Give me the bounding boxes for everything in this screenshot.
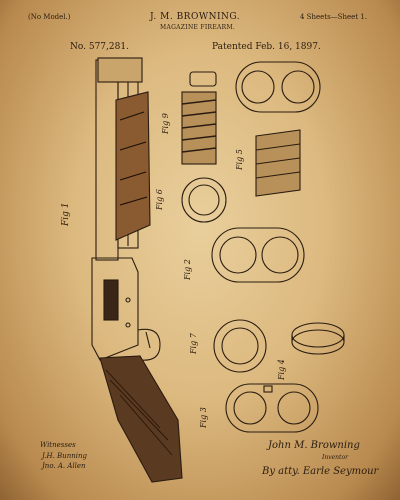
patent-date: Patented Feb. 16, 1897. bbox=[212, 42, 321, 52]
witness-signature-2: Jno. A. Allen bbox=[42, 462, 86, 470]
fig-7-label: Fig 7 bbox=[189, 332, 198, 355]
fig-8-drawing bbox=[235, 61, 321, 113]
fig-3-label: Fig 3 bbox=[199, 407, 208, 429]
fig-7-drawing: Fig 7 bbox=[189, 319, 267, 373]
inventor-label: Inventor bbox=[322, 454, 348, 461]
fig-3-drawing: Fig 3 bbox=[199, 383, 319, 433]
patent-number: No. 577,281. bbox=[70, 42, 129, 52]
sheet-count: 4 Sheets—Sheet 1. bbox=[300, 13, 367, 21]
fig-1-label: Fig 1 bbox=[61, 203, 71, 227]
inventor-name: J. M. BROWNING. bbox=[150, 12, 241, 22]
attorney-signature: By atty. Earle Seymour bbox=[262, 466, 379, 477]
witness-signature-1: J.H. Bunning bbox=[42, 452, 87, 460]
trigger-guard bbox=[137, 328, 161, 361]
fig-9-label: Fig 9 bbox=[161, 113, 170, 135]
slide-handle bbox=[115, 91, 151, 241]
model-note: (No Model.) bbox=[28, 13, 71, 21]
barrel bbox=[95, 59, 119, 261]
patent-title: MAGAZINE FIREARM. bbox=[160, 24, 236, 31]
fig-2-label: Fig 2 bbox=[183, 259, 192, 281]
fig-6-drawing: Fig 6 bbox=[155, 177, 227, 223]
fig-5-label: Fig 5 bbox=[235, 149, 244, 171]
fig-5-drawing: Fig 5 bbox=[235, 129, 301, 197]
fig-4-drawing: Fig 4 bbox=[277, 322, 345, 381]
fig-4-label: Fig 4 bbox=[277, 359, 286, 381]
inventor-signature: John M. Browning bbox=[268, 440, 360, 451]
shotgun-drawing: Fig 1 bbox=[61, 57, 183, 483]
witnesses-label: Witnesses bbox=[40, 441, 76, 449]
fig-6-label: Fig 6 bbox=[155, 189, 164, 211]
fig-9-drawing: Fig 9 bbox=[161, 71, 217, 165]
ejection-port bbox=[103, 279, 119, 321]
muzzle-cap bbox=[97, 57, 143, 83]
receiver bbox=[91, 257, 139, 361]
fig-2-drawing: Fig 2 bbox=[183, 227, 305, 283]
